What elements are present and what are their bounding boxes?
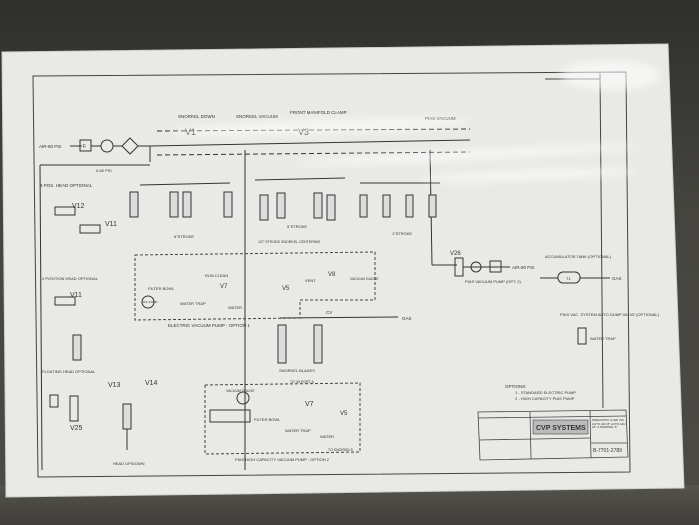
to-v5-label: TO V5 PORT A [290, 380, 314, 384]
valve-v26-label: V26 [450, 251, 461, 257]
filter-bowl-2-label: FILTER BOWL [254, 417, 281, 422]
snorkel-down-label: SNORKEL DOWN [178, 114, 215, 119]
vent-label: VENT [305, 278, 316, 283]
snorkel-centering-label: 1/2" STROKE SNORKEL CENTERING [258, 240, 320, 244]
option-2: 2 - HIGH CAPACITY PIAS PUMP [515, 396, 575, 401]
vacuum-gauge-label: VACUUM GAUGE [350, 277, 379, 281]
gas-label: GAS [402, 316, 412, 321]
electric-pump-label: ELECTRIC VACUUM PUMP - OPTION 1 [168, 323, 250, 328]
valve-v25-label: V25 [70, 425, 83, 432]
stroke-5-label: 5"STROKE [287, 224, 307, 229]
drawing-number: B-7701-2789 [593, 448, 622, 454]
valve-v8-label: V8 [328, 272, 336, 278]
accumulator-label: ACCUMULATOR TANK (OPTIONAL) [545, 254, 612, 259]
valve-v5b-label: V5 [340, 411, 348, 417]
valve-v12-label: V12 [72, 203, 85, 210]
water-trap-label: WATER TRAP [180, 301, 206, 306]
valve-v1-label: V1 [185, 127, 196, 137]
water-2-label: WATER [320, 434, 334, 439]
option-1: 1 - STANDARD ELECTRIC PUMP [515, 390, 576, 395]
check-valve-label: CV [326, 310, 332, 315]
head-updown-label: HEAD UP/DOWN [113, 461, 145, 466]
valve-v11-label: V11 [70, 292, 82, 299]
valve-v7-label: V7 [220, 284, 228, 290]
filter-bowl-label: FILTER BOWL [148, 286, 175, 291]
gas-right-label: GAS [612, 276, 622, 281]
pias-vacuum-label: PIAS VACUUM [425, 116, 456, 121]
three-pos-head-label: 3 POS. HEAD OPTIONAL [40, 183, 93, 188]
title-description: PNEUMATIC A-300 /SS AUTO ADJ 8" AUTO ADJ… [592, 419, 626, 430]
two-pos-head-label: 2 POSITION HEAD OPTIONAL [42, 276, 99, 281]
pias-pump-label: PIAS VACUUM PUMP (OPT. 2) [465, 279, 522, 284]
pressure-label: 0-60 PSI [96, 168, 112, 173]
valve-v5-label: V5 [282, 286, 290, 292]
snorkel-blades-label: SNORKEL BLADES [279, 368, 315, 373]
valve-v14-label: V14 [145, 380, 158, 387]
snorkel-vacuum-label: SNORKEL VACUUM [236, 114, 278, 119]
water-trap-right-label: WATER TRAP [590, 336, 616, 341]
tank-symbol-label: T1 [566, 276, 571, 281]
stroke-1-label: 1"STROKE [392, 231, 412, 236]
water-label: WATER [228, 305, 242, 310]
front-manifold-clamp-label: FRONT MANIFOLD CLAMP [290, 110, 347, 115]
air-input-right-label: AIR-80 PSI [512, 265, 535, 270]
stroke-8-label: 8"STROKE [174, 234, 194, 239]
pias-vac-system-label: PIAS VAC. SYSTEM AUTO DUMP VALVE (OPTION… [560, 312, 660, 317]
valve-v13-label: V13 [108, 382, 121, 389]
valve-v7b-label: V7 [305, 401, 314, 408]
options-title: OPTIONS: [505, 384, 527, 389]
water-trap-2-label: WATER TRAP [285, 428, 311, 433]
air-input-label: AIR-80 PSI [39, 144, 62, 149]
valve-v3-label: V3 [298, 127, 309, 137]
cvp-logo: CVP SYSTEMS [536, 425, 586, 432]
run-clean-label: RUN CLEAN [205, 273, 228, 278]
pias-high-capacity-label: PIAS HIGH CAPACITY VACUUM PUMP - OPTION … [235, 457, 330, 462]
floating-head-label: FLOATING HEAD OPTIONAL [42, 369, 96, 374]
to-snorkels-label: TO SNORKELS [328, 448, 353, 452]
title-block [477, 409, 629, 461]
vac-pump-label: VAC PUMP [142, 300, 157, 304]
filter-symbol-label: F [83, 144, 86, 150]
vacuum-gauge-2-label: VACUUM GAUGE [226, 389, 255, 393]
cylinders [129, 177, 440, 221]
valve-v11-top-label: V11 [105, 221, 117, 228]
